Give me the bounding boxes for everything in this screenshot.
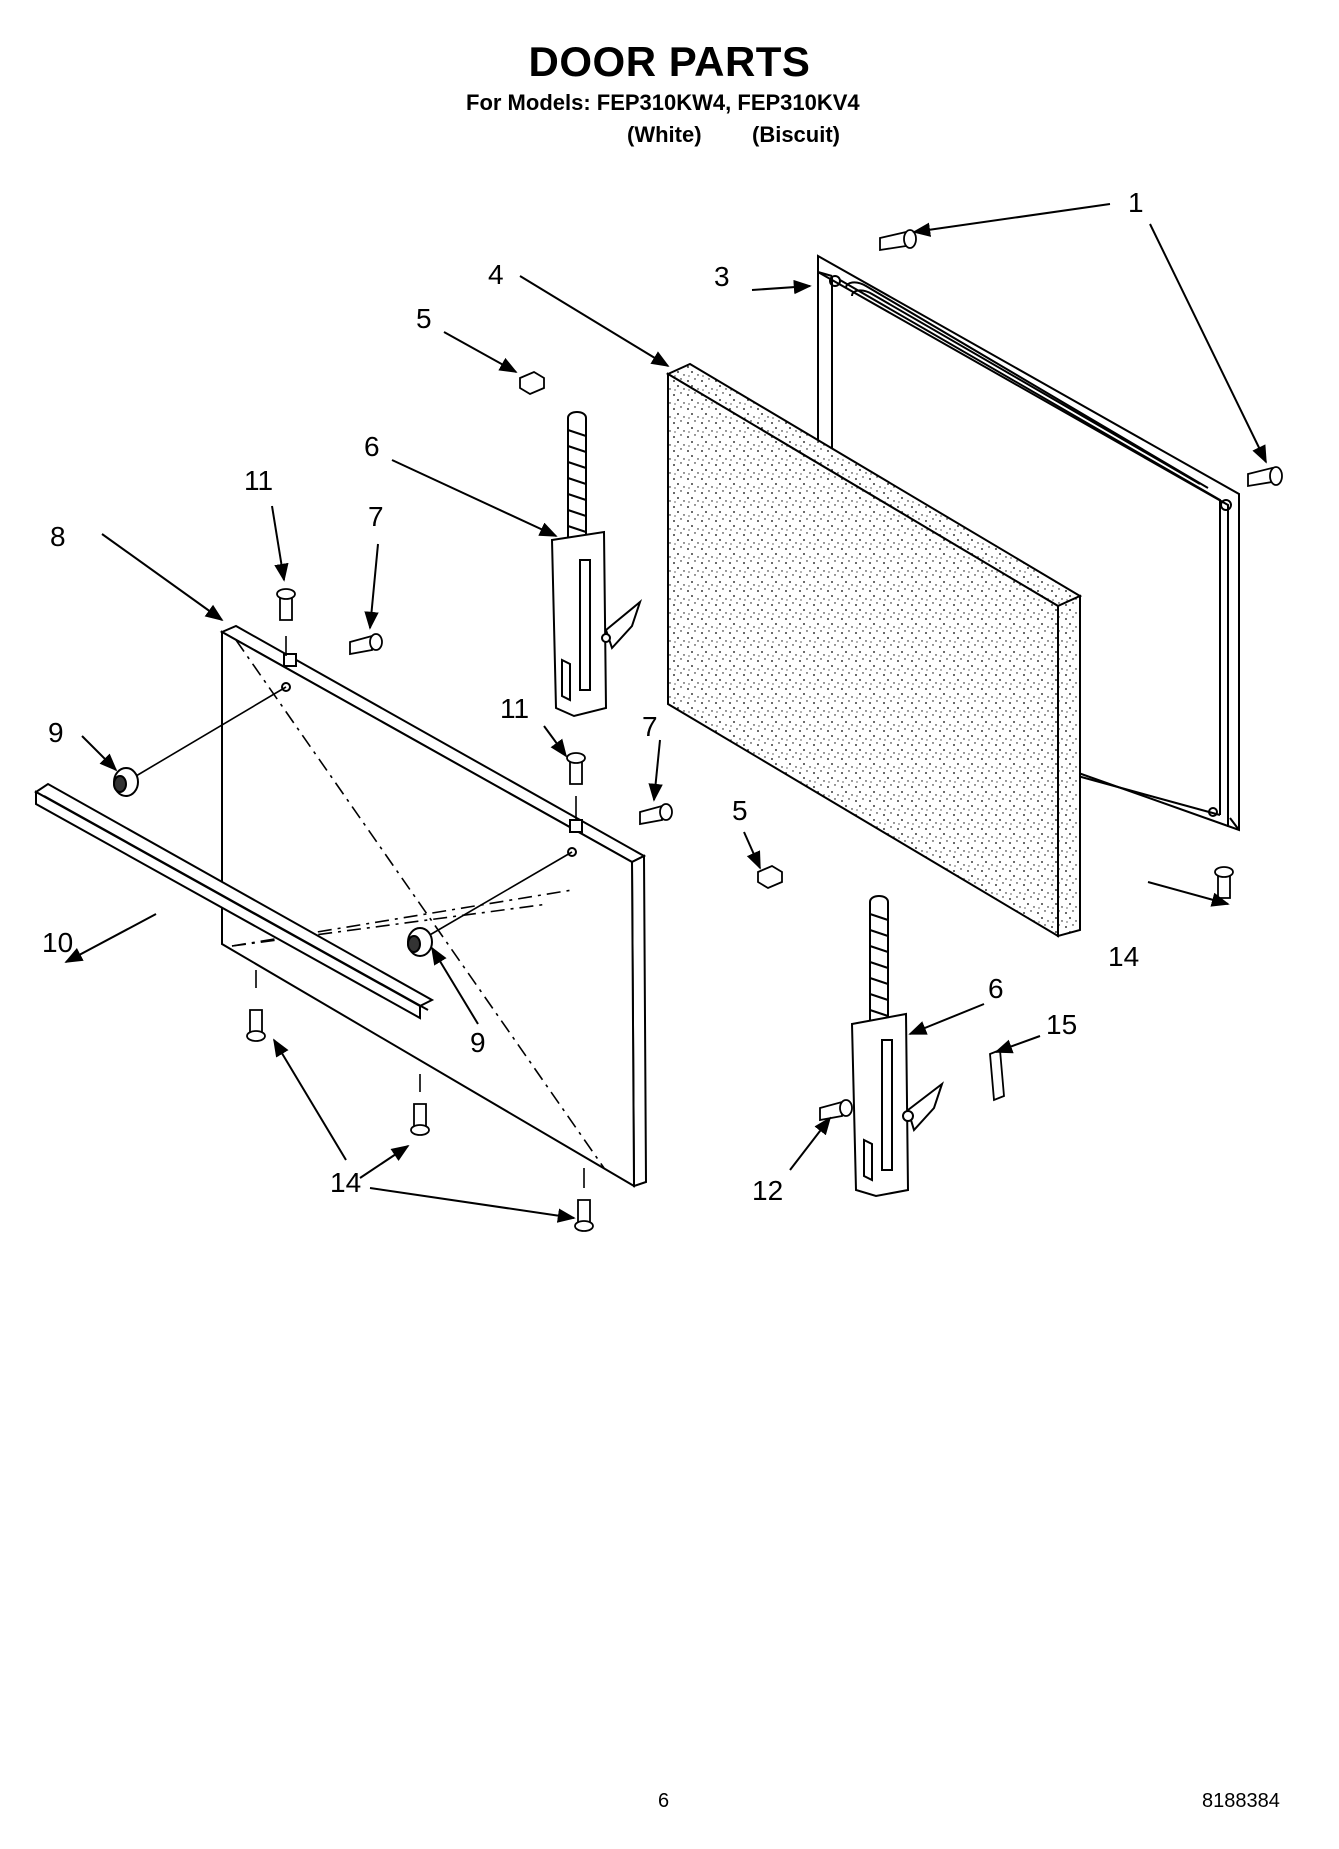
callout-7-left: 7 — [368, 501, 384, 532]
panel-leader-lines — [135, 636, 585, 1188]
callout-6-upper: 6 — [364, 431, 380, 462]
callout-11-right: 11 — [500, 693, 529, 724]
color-biscuit-label: (Biscuit) — [752, 122, 840, 147]
callout-10: 10 — [42, 927, 73, 958]
screws — [246, 229, 1283, 1232]
handle-spacers — [113, 767, 433, 957]
callout-15: 15 — [1046, 1009, 1077, 1040]
callout-14-right: 14 — [1108, 941, 1139, 972]
hinge-lower — [850, 895, 944, 1198]
screw-14-c — [574, 1199, 594, 1232]
callout-labels: 1 3 4 5 6 11 7 8 9 10 11 7 5 9 14 6 15 1… — [42, 187, 1144, 1206]
callout-5-upper: 5 — [416, 303, 432, 334]
screw-12 — [819, 1099, 853, 1122]
screw-1-right — [1247, 466, 1283, 488]
door-gasket-frame — [817, 254, 1240, 832]
screw-1-top — [879, 229, 917, 252]
page-title: DOOR PARTS — [528, 38, 811, 85]
outer-door-panel — [219, 624, 648, 1188]
callout-5-lower: 5 — [732, 795, 748, 826]
callout-1: 1 — [1128, 187, 1144, 218]
document-number: 8188384 — [1202, 1790, 1280, 1812]
hinge-upper — [550, 411, 643, 718]
callout-12: 12 — [752, 1175, 783, 1206]
models-line: For Models: FEP310KW4, FEP310KV4 — [466, 90, 860, 115]
plate-15 — [989, 1048, 1005, 1102]
clips — [519, 370, 783, 890]
callout-8: 8 — [50, 521, 66, 552]
callout-9-right: 9 — [470, 1027, 486, 1058]
callout-14-lower: 14 — [330, 1167, 361, 1198]
callout-3: 3 — [714, 261, 730, 292]
callout-4: 4 — [488, 259, 504, 290]
door-handle — [34, 782, 435, 1020]
screw-14-a — [246, 1009, 266, 1042]
screw-11-left — [276, 588, 296, 621]
screw-14-b — [410, 1103, 430, 1136]
screw-11-right — [566, 752, 586, 785]
screw-14-right — [1214, 866, 1234, 899]
screw-7-right — [639, 803, 673, 826]
color-white-label: (White) — [627, 122, 702, 147]
callout-9-left: 9 — [48, 717, 64, 748]
callout-7-right: 7 — [642, 711, 658, 742]
page-number: 6 — [658, 1790, 670, 1812]
leader-arrows — [64, 203, 1267, 1223]
door-insulation — [665, 362, 1083, 938]
screw-7-left — [349, 633, 383, 656]
callout-11-left: 11 — [244, 465, 273, 496]
callout-6-lower: 6 — [988, 973, 1004, 1004]
